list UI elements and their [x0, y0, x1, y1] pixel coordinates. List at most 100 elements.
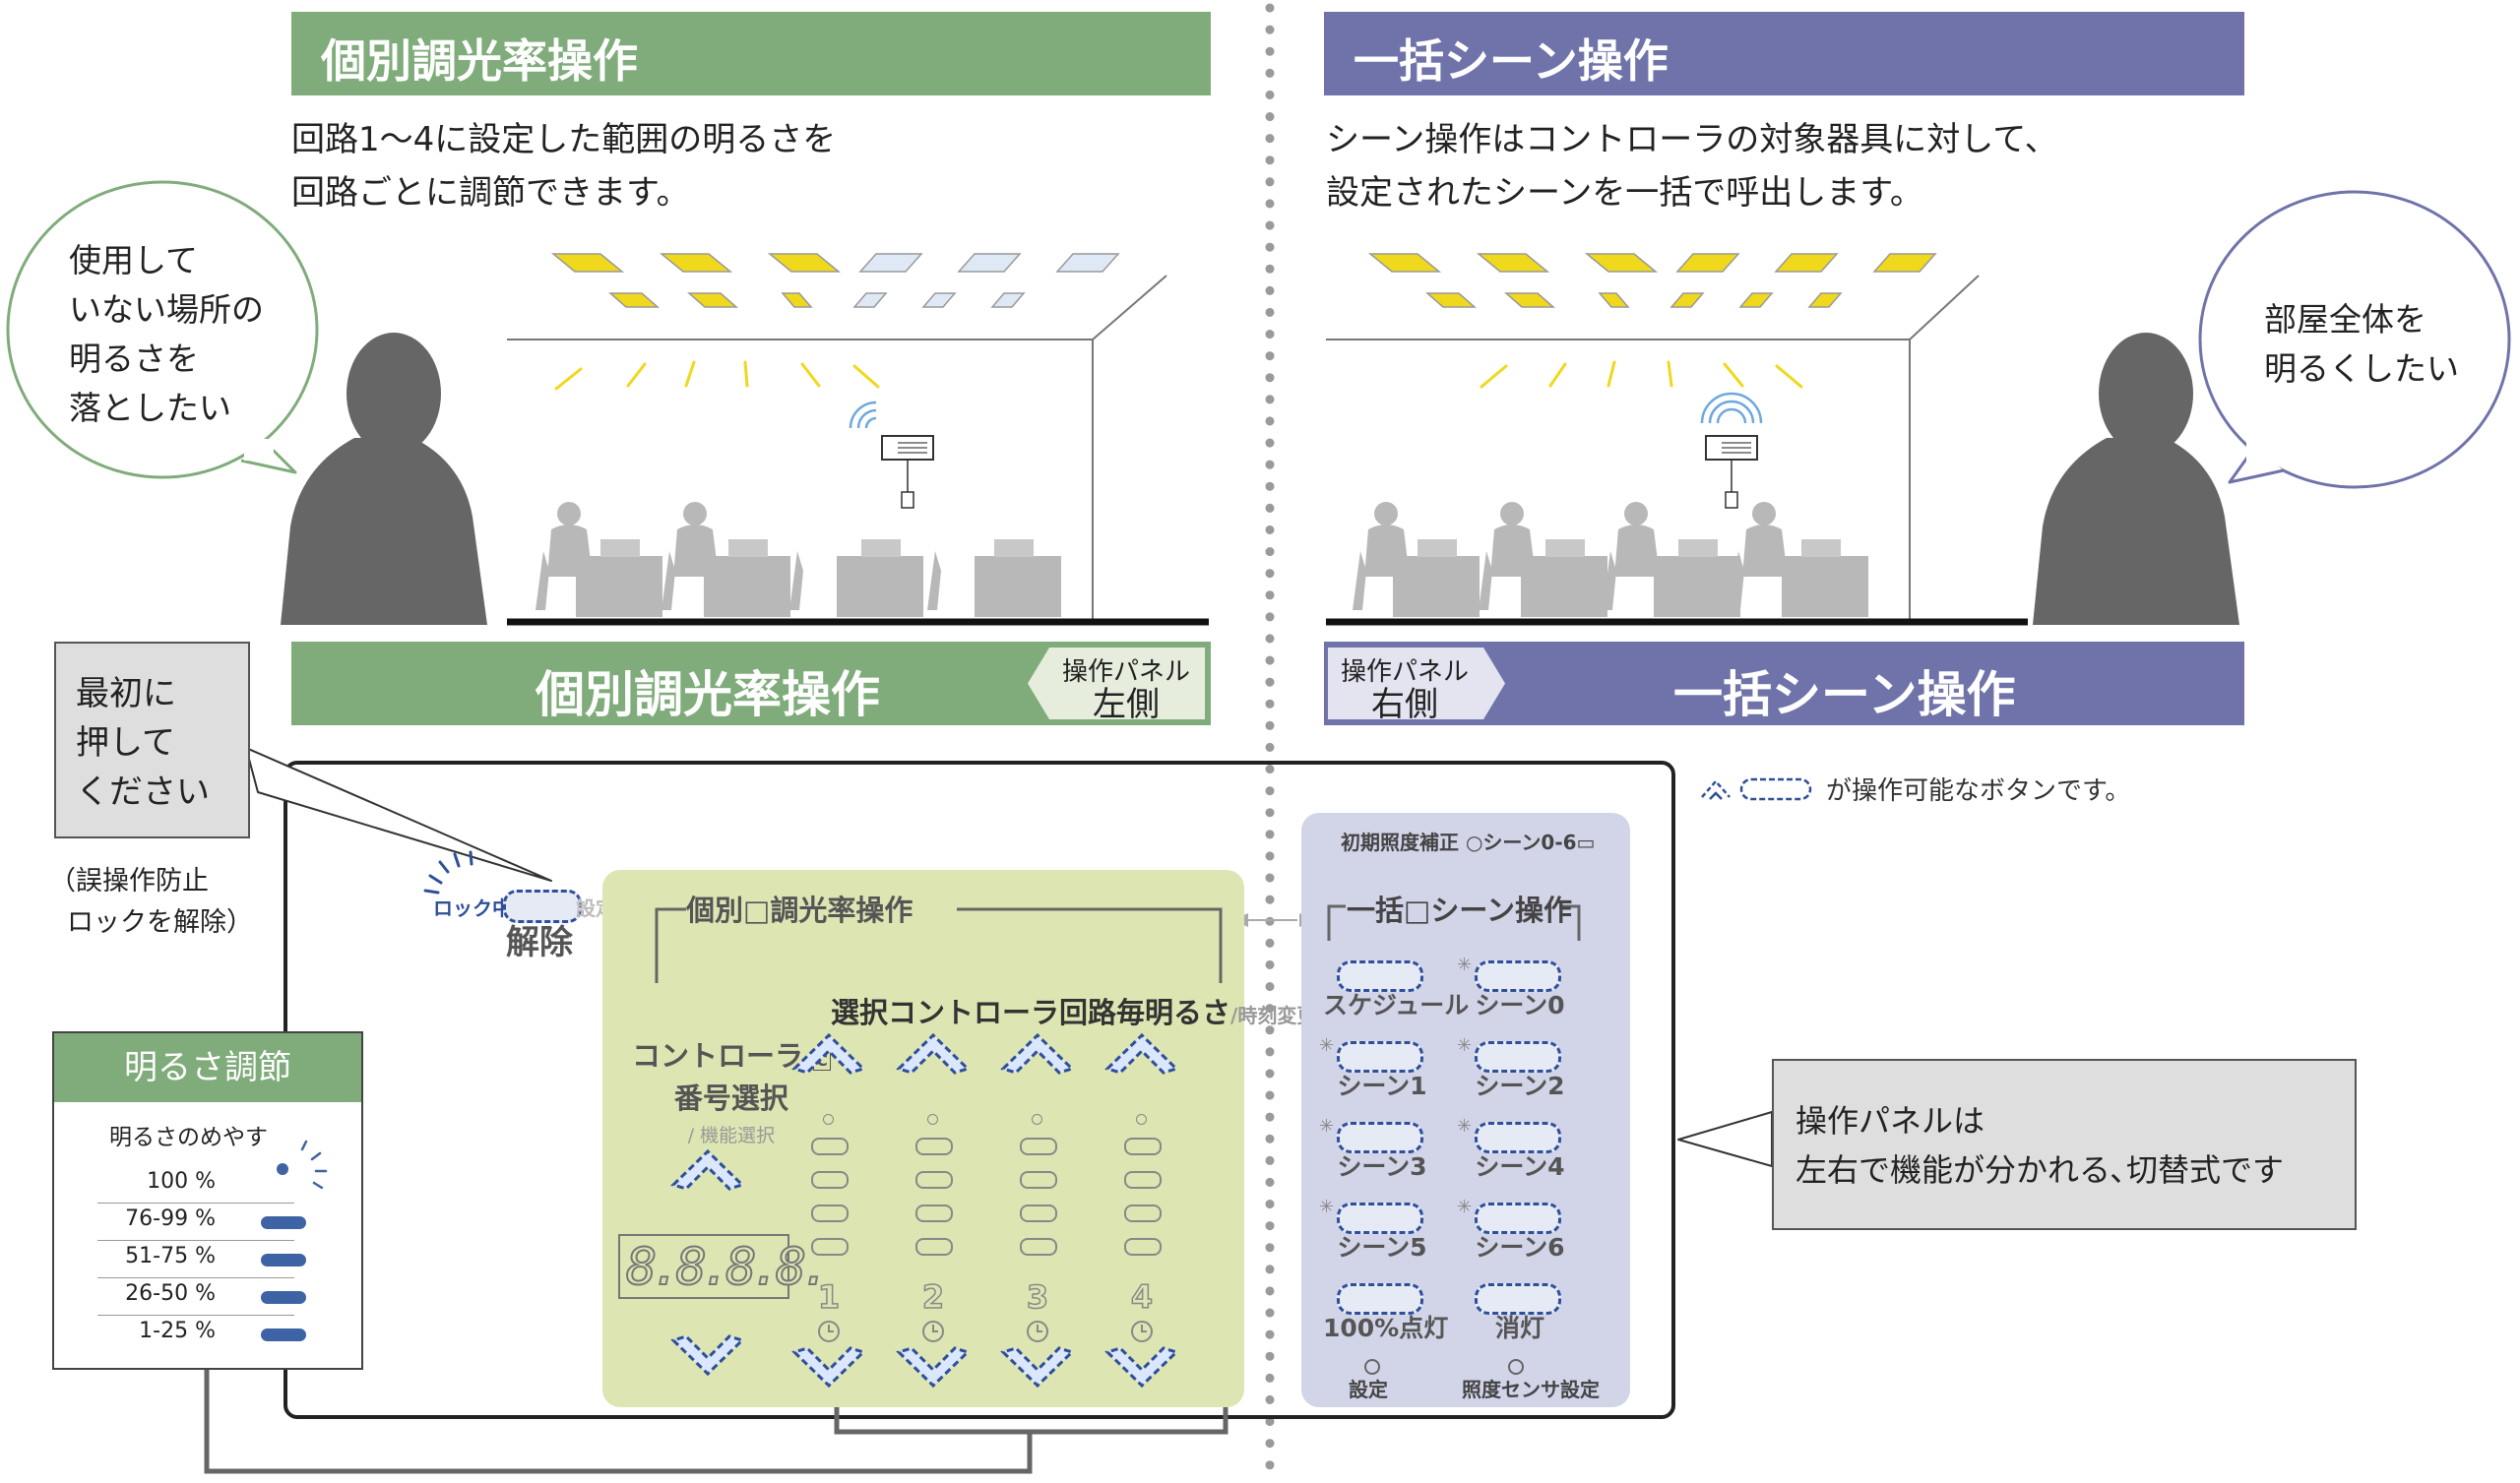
scene-button-pill[interactable] — [1337, 960, 1423, 992]
left-panel-title: 個別□調光率操作 — [686, 894, 914, 927]
scene-button[interactable]: ✳シーン4 — [1457, 1116, 1579, 1191]
legend-pill — [261, 1329, 306, 1341]
lock-release-label: 解除 — [506, 923, 573, 962]
right-bubble-text: 部屋全体を 明るくしたい — [2264, 295, 2459, 394]
circuit-up-button[interactable] — [894, 1027, 973, 1077]
left-bubble-line-1: 使用して — [69, 241, 199, 279]
scene-button-pill[interactable] — [1475, 1122, 1561, 1153]
scene-button-pill[interactable] — [1475, 1283, 1561, 1315]
segment-display-value: 8.8.8.8. — [625, 1237, 832, 1298]
right-control-panel: 初期照度補正 ○シーン0-6▭ 一括□シーン操作 スケジュール✳シーン0✳シーン… — [1301, 813, 1630, 1407]
lock-release-button[interactable] — [503, 890, 582, 923]
left-control-panel: 個別□調光率操作 選択コントローラ回路毎明るさ/時刻変更 コントローラ C 番号… — [602, 870, 1316, 1407]
circuit-up-button[interactable] — [789, 1027, 868, 1077]
first-press-line-2: 押して — [76, 723, 175, 763]
scene-button[interactable]: 100%点灯 — [1323, 1283, 1448, 1352]
scene-button-pill[interactable] — [1475, 1203, 1561, 1234]
legend-pill — [261, 1216, 306, 1229]
segment-display: 8.8.8.8. — [618, 1234, 832, 1299]
lamp — [781, 292, 813, 308]
right-speech-bubble — [2198, 190, 2511, 489]
scene-button[interactable]: ✳シーン2 — [1457, 1035, 1579, 1110]
legend-row-76-99: 76-99 % — [97, 1206, 306, 1242]
scene-button[interactable]: ✳シーン3 — [1319, 1116, 1441, 1191]
controller-down-button[interactable] — [668, 1332, 747, 1382]
scene-button-pill[interactable] — [1337, 1203, 1423, 1234]
circuit-level-bar — [811, 1238, 849, 1256]
scene-button-label: スケジュール — [1323, 991, 1470, 1020]
lock-note-line-2: ロックを解除） — [67, 907, 253, 938]
legend-row-51-75: 51-75 % — [97, 1244, 306, 1279]
right-panel-tag: 操作パネル 右側 — [1328, 648, 1505, 719]
circuit-level-bar — [915, 1171, 953, 1189]
left-header-bar: 個別調光率操作 — [291, 12, 1211, 95]
first-press-callout: 最初に 押して ください — [54, 642, 250, 838]
scene-button-pill[interactable] — [1337, 1283, 1423, 1315]
scene-button-label: シーン5 — [1337, 1233, 1427, 1262]
brightness-legend-header: 明るさ調節 — [54, 1033, 361, 1102]
circuit-level-bar — [1020, 1171, 1057, 1189]
sparkle-icon: ✳ — [1457, 1116, 1473, 1137]
circuit-level-bar — [811, 1138, 849, 1155]
scene-button[interactable]: ✳シーン5 — [1319, 1197, 1441, 1271]
legend-label-76-99: 76-99 % — [125, 1206, 216, 1231]
circuit-indicator-dot — [927, 1114, 938, 1125]
left-bubble-line-4: 落としたい — [69, 389, 231, 427]
scene-button[interactable]: スケジュール — [1323, 960, 1470, 1029]
brightness-legend-title: 明るさ調節 — [124, 1048, 291, 1087]
scene-button-label: シーン4 — [1475, 1152, 1565, 1181]
left-bubble-text: 使用して いない場所の 明るさを 落としたい — [69, 236, 264, 433]
circuit-down-button[interactable] — [789, 1344, 868, 1393]
circuit-down-button[interactable] — [1102, 1344, 1181, 1393]
circuit-level-bar — [915, 1205, 953, 1222]
circuit-column: 1 — [789, 1027, 868, 1401]
left-tag-line-1: 操作パネル — [1061, 657, 1190, 687]
circuit-up-button[interactable] — [1102, 1027, 1181, 1077]
circuit-down-button[interactable] — [894, 1344, 973, 1393]
scene-button-label: シーン2 — [1475, 1072, 1565, 1100]
legend-row-100: 100 % — [97, 1169, 294, 1205]
circuit-level-bar — [1124, 1238, 1162, 1256]
wall-controller-icon — [849, 401, 934, 509]
scene-button-pill[interactable] — [1337, 1122, 1423, 1153]
sparkle-icon: ✳ — [1457, 1035, 1473, 1056]
panel-note-line-2: 左右で機能が分かれる､切替式です — [1796, 1151, 2285, 1189]
scene-button[interactable]: ✳シーン6 — [1457, 1197, 1579, 1271]
circuit-column: 3 — [998, 1027, 1077, 1401]
scene-button[interactable]: 消灯 — [1461, 1283, 1579, 1352]
circuit-up-button[interactable] — [998, 1027, 1077, 1077]
lamp — [550, 253, 625, 273]
first-press-line-1: 最初に — [76, 674, 176, 713]
right-tag-line-1: 操作パネル — [1340, 657, 1469, 687]
scene-button[interactable]: ✳シーン1 — [1319, 1035, 1441, 1110]
circuit-level-bar — [1124, 1205, 1162, 1222]
lamp — [767, 253, 842, 273]
left-panel-subtitle-main: 選択コントローラ回路毎明るさ — [831, 996, 1231, 1029]
scene-button[interactable]: ✳シーン0 — [1457, 955, 1579, 1029]
left-panel-tag: 操作パネル 左側 — [1028, 648, 1205, 719]
setting-indicator — [1364, 1359, 1380, 1375]
left-room-illustration — [507, 253, 1209, 626]
sensor-indicator — [1508, 1359, 1524, 1375]
circuit-down-button[interactable] — [998, 1344, 1077, 1393]
scene-button-pill[interactable] — [1337, 1041, 1423, 1073]
sparkle-icon: ✳ — [1319, 1197, 1335, 1217]
circuit-number: 2 — [921, 1277, 945, 1317]
lamp — [1055, 253, 1120, 273]
legend-pill — [261, 1291, 306, 1304]
scene-button-pill[interactable] — [1475, 960, 1561, 992]
circuit-level-bar — [811, 1205, 849, 1222]
scene-button-pill[interactable] — [1475, 1041, 1561, 1073]
left-person-silhouette — [281, 333, 487, 625]
lock-rays — [423, 850, 473, 895]
controller-up-button[interactable] — [668, 1143, 747, 1193]
lock-status-label: ロック中 — [433, 896, 512, 920]
left-tag-line-2: 左側 — [1093, 685, 1160, 724]
clock-icon — [1131, 1321, 1153, 1342]
scene-button-label: シーン6 — [1475, 1233, 1565, 1262]
circuit-number: 4 — [1130, 1277, 1154, 1317]
lamp — [687, 292, 738, 308]
sparkle-icon: ✳ — [1457, 955, 1473, 975]
clock-icon — [922, 1321, 944, 1342]
right-room-illustration — [1326, 253, 2028, 626]
